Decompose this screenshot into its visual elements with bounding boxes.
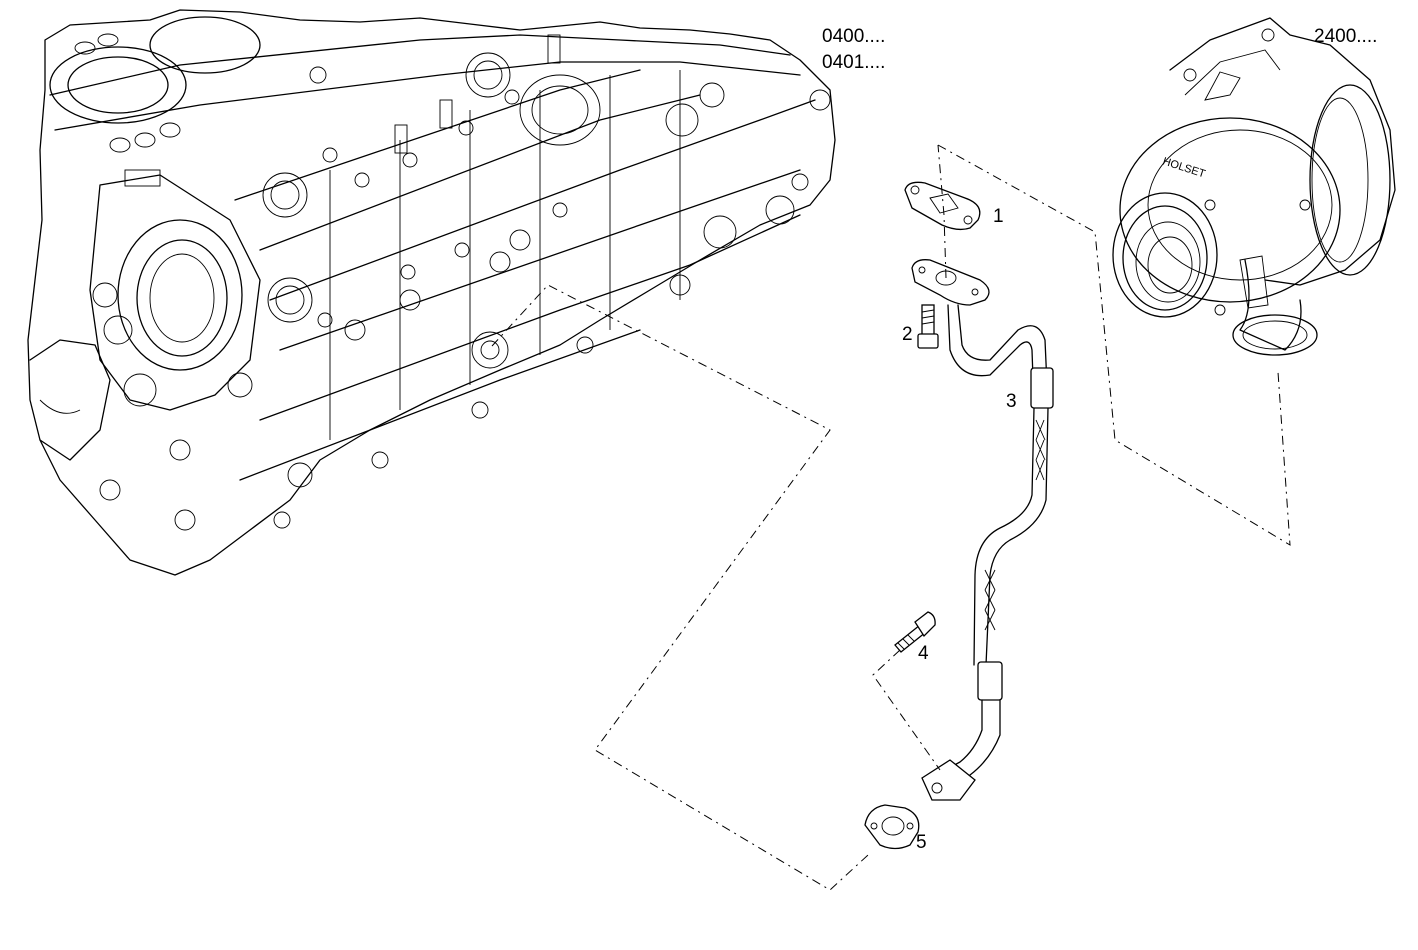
part-number-3: 3 — [1006, 391, 1017, 412]
engine-block-group-ref-1: 0400.... — [822, 26, 885, 47]
part-number-labels: 1 2 3 4 5 — [902, 206, 1017, 853]
turbo-brand-label: HOLSET — [1161, 155, 1207, 180]
part-4-bolt-drawing — [894, 611, 936, 653]
part-number-2: 2 — [902, 324, 913, 345]
turbocharger-group-ref: 2400.... — [1314, 26, 1377, 47]
engine-block-drawing — [27, 9, 836, 576]
assembly-leader-lines — [491, 144, 1291, 891]
part-2-bolt-drawing — [917, 304, 939, 349]
part-5-gasket-drawing — [864, 804, 920, 850]
reference-labels: 0400.... 0401.... 2400.... — [822, 26, 1377, 73]
part-3-oil-pipe-drawing — [911, 259, 1054, 801]
part-number-5: 5 — [916, 832, 927, 853]
engine-block-group-ref-2: 0401.... — [822, 52, 885, 73]
part-number-1: 1 — [993, 206, 1004, 227]
part-1-gasket-drawing — [904, 181, 981, 231]
turbocharger-drawing: HOLSET — [1112, 17, 1396, 356]
part-number-4: 4 — [918, 643, 929, 664]
